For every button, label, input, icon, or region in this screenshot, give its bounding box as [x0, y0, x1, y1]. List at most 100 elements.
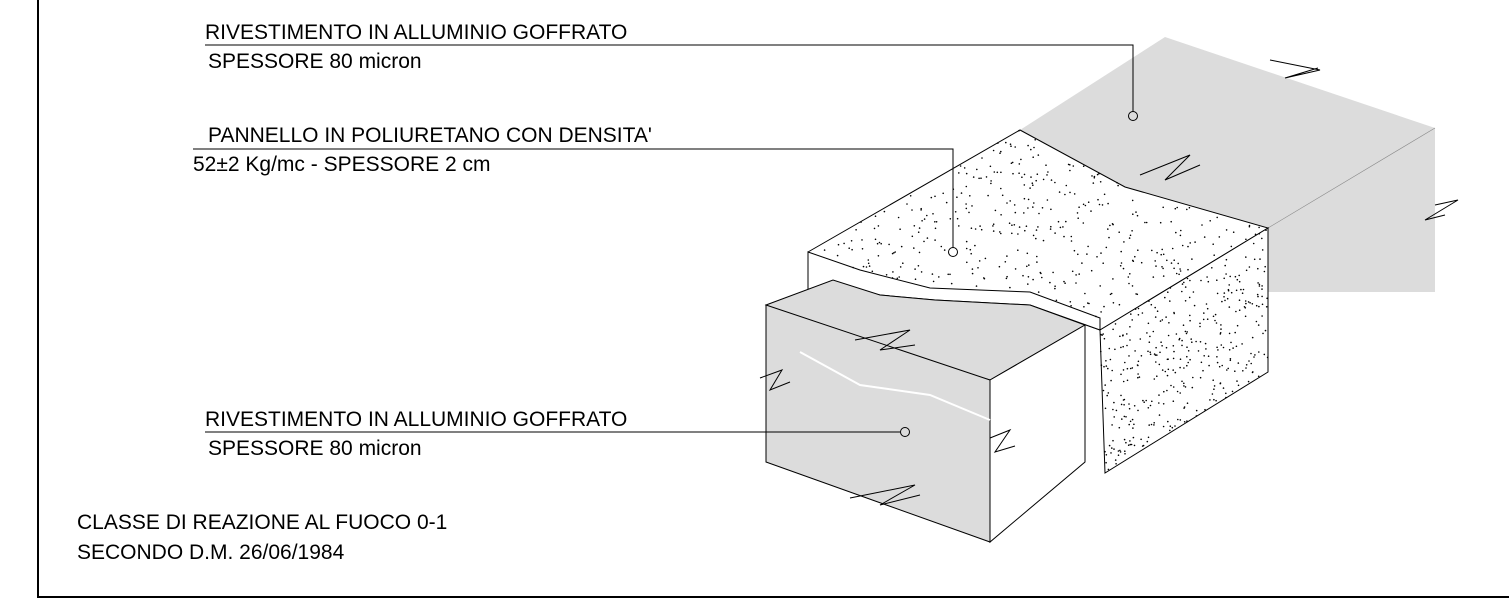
foam-dot	[931, 273, 934, 275]
foam-dot	[1035, 179, 1037, 182]
foam-dot	[877, 225, 880, 227]
foam-dot	[1212, 243, 1214, 245]
foam-dot	[876, 242, 879, 245]
foam-dot	[1175, 272, 1178, 275]
foam-dot	[1203, 355, 1205, 357]
foam-dot	[1140, 438, 1142, 441]
foam-dot	[1172, 345, 1175, 347]
foam-dot	[1054, 287, 1056, 290]
foam-dot	[1027, 144, 1029, 147]
foam-dot	[1236, 380, 1238, 382]
foam-dot	[1253, 258, 1256, 261]
foam-dot	[1178, 338, 1180, 341]
foam-dot	[1170, 262, 1173, 264]
foam-dot	[980, 177, 982, 179]
foam-dot	[1069, 301, 1072, 303]
foam-dot	[1141, 445, 1144, 447]
foam-dot	[917, 265, 920, 267]
foam-dot	[1082, 222, 1085, 224]
foam-dot	[1261, 285, 1263, 287]
foam-dot	[1117, 454, 1120, 457]
foam-dot	[999, 152, 1001, 154]
foam-dot	[1257, 295, 1259, 298]
foam-dot	[1195, 409, 1198, 412]
foam-dot	[1156, 354, 1158, 356]
foam-dot	[1209, 220, 1211, 222]
foam-dot	[971, 205, 973, 207]
foam-dot	[920, 209, 922, 211]
foam-dot	[1166, 259, 1168, 262]
panel-label: PANNELLO IN POLIURETANO CON DENSITA'	[208, 124, 652, 147]
foam-dot	[1026, 265, 1028, 268]
foam-dot	[1181, 290, 1183, 293]
foam-dot	[920, 207, 922, 210]
foam-dot	[1150, 423, 1153, 426]
foam-dot	[1112, 328, 1114, 331]
foam-dot	[914, 278, 917, 281]
foam-dot	[1105, 365, 1108, 367]
foam-dot	[1011, 161, 1014, 164]
foam-dot	[1021, 176, 1023, 178]
foam-dot	[1215, 399, 1217, 402]
foam-dot	[1065, 184, 1068, 187]
foam-dot	[1127, 276, 1130, 278]
foam-dot	[1032, 234, 1035, 237]
foam-dot	[868, 265, 871, 267]
foam-dot	[1177, 418, 1179, 421]
foam-dot	[1225, 396, 1227, 399]
foam-dot	[1102, 262, 1104, 265]
foam-dot	[1036, 255, 1038, 258]
foam-dot	[1090, 210, 1092, 212]
foam-dot	[1093, 177, 1096, 179]
foam-dot	[1168, 322, 1170, 324]
front-aluminium-side	[989, 324, 1086, 544]
foam-dot	[1107, 392, 1110, 394]
foam-dot	[1122, 399, 1125, 401]
foam-dot	[1238, 274, 1240, 277]
foam-dot	[969, 195, 971, 197]
foam-dot	[1265, 306, 1268, 308]
foam-dot	[914, 268, 916, 270]
foam-dot	[1195, 340, 1197, 343]
foam-dot	[1136, 214, 1139, 217]
foam-dot	[1259, 258, 1261, 260]
foam-dot	[1172, 369, 1174, 371]
foam-dot	[1072, 165, 1075, 167]
foam-dot	[1208, 364, 1210, 367]
foam-dot	[1033, 146, 1035, 149]
foam-dot	[1105, 461, 1107, 464]
foam-dot	[1185, 332, 1188, 335]
foam-dot	[1199, 376, 1202, 379]
foam-dot	[1190, 338, 1192, 340]
foam-dot	[1241, 292, 1244, 295]
foam-dot	[1027, 276, 1030, 278]
foam-dot	[963, 167, 966, 169]
foam-dot	[923, 240, 925, 243]
foam-dot	[1226, 369, 1228, 371]
foam-dot	[1132, 436, 1135, 439]
foam-texture	[823, 129, 1269, 471]
foam-dot	[984, 257, 987, 260]
foam-dot	[1224, 264, 1226, 267]
foam-dot	[1065, 220, 1067, 223]
foam-dot	[1161, 266, 1163, 268]
foam-dot	[823, 249, 826, 251]
foam-dot	[1192, 291, 1195, 293]
leader-bottom-marker	[900, 427, 910, 437]
foam-dot	[1220, 324, 1222, 326]
foam-dot	[1223, 292, 1226, 294]
foam-dot	[1255, 320, 1258, 323]
foam-dot	[1189, 314, 1191, 317]
foam-dot	[1230, 341, 1232, 344]
foam-dot	[1215, 322, 1218, 324]
foam-dot	[883, 210, 886, 213]
foam-dot	[1235, 310, 1237, 313]
foam-dot	[1174, 425, 1176, 427]
foam-dot	[1164, 370, 1167, 373]
foam-dot	[1152, 330, 1155, 333]
foam-dot	[1266, 297, 1268, 300]
foam-dot	[1018, 129, 1020, 132]
foam-dot	[1218, 365, 1221, 368]
foam-dot	[1211, 267, 1213, 269]
foam-dot	[1081, 262, 1083, 264]
